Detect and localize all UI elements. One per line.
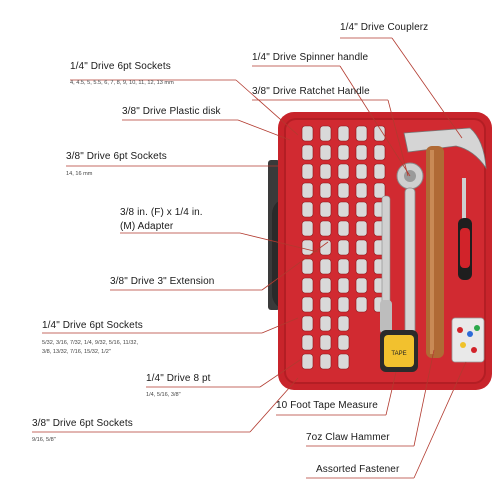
tape-measure-icon: TAPE bbox=[380, 330, 418, 372]
label-sockets-14-6pt-sae: 1/4" Drive 6pt Sockets bbox=[42, 320, 143, 331]
sizes-sockets-14-6pt-sae-2: 3/8, 13/32, 7/16, 15/32, 1/2" bbox=[42, 349, 111, 355]
socket-icon bbox=[301, 296, 314, 313]
socket-icon bbox=[337, 353, 350, 370]
socket-icon bbox=[373, 163, 386, 180]
socket-icon bbox=[337, 220, 350, 237]
socket-icon bbox=[319, 239, 332, 256]
label-fastener: Assorted Fastener bbox=[316, 464, 400, 475]
socket-icon bbox=[337, 239, 350, 256]
socket-icon bbox=[301, 258, 314, 275]
label-sockets-14-6pt: 1/4" Drive 6pt Sockets bbox=[70, 61, 171, 72]
label-adapter-line1: 3/8 in. (F) x 1/4 in. bbox=[120, 207, 203, 218]
socket-icon bbox=[301, 353, 314, 370]
socket-icon bbox=[337, 258, 350, 275]
socket-icon bbox=[319, 163, 332, 180]
socket-icon bbox=[337, 334, 350, 351]
label-tape-measure: 10 Foot Tape Measure bbox=[276, 400, 378, 411]
label-adapter-line2: (M) Adapter bbox=[120, 221, 174, 232]
hammer-icon bbox=[403, 127, 487, 358]
fastener-box-icon bbox=[451, 317, 485, 363]
socket-icon bbox=[319, 353, 332, 370]
label-plastic-disk: 3/8" Drive Plastic disk bbox=[122, 106, 221, 117]
socket-icon bbox=[355, 182, 368, 199]
socket-icon bbox=[319, 315, 332, 332]
socket-icon bbox=[319, 125, 332, 142]
socket-icon bbox=[301, 201, 314, 218]
label-drive-8pt: 1/4" Drive 8 pt bbox=[146, 373, 211, 384]
socket-icon bbox=[301, 220, 314, 237]
socket-icon bbox=[301, 125, 314, 142]
socket-icon bbox=[373, 144, 386, 161]
screwdriver-icon bbox=[458, 178, 472, 280]
socket-icon bbox=[301, 277, 314, 294]
socket-icon bbox=[337, 315, 350, 332]
sizes-sockets-14-6pt: 4, 4.5, 5, 5.5, 6, 7, 8, 9, 10, 11, 12, … bbox=[70, 80, 174, 86]
spinner-handle-icon bbox=[380, 195, 392, 334]
sizes-sockets-38-6pt: 14, 16 mm bbox=[66, 171, 93, 177]
socket-icon bbox=[337, 125, 350, 142]
svg-text:TAPE: TAPE bbox=[391, 351, 406, 357]
socket-icon bbox=[373, 125, 386, 142]
socket-icon bbox=[355, 258, 368, 275]
socket-icon bbox=[301, 315, 314, 332]
label-extension: 3/8" Drive 3" Extension bbox=[110, 276, 215, 287]
socket-icon bbox=[319, 201, 332, 218]
socket-icon bbox=[337, 182, 350, 199]
socket-icon bbox=[337, 144, 350, 161]
socket-icon bbox=[301, 334, 314, 351]
socket-icon bbox=[319, 296, 332, 313]
socket-icon bbox=[319, 334, 332, 351]
sizes-drive-8pt: 1/4, 5/16, 3/8" bbox=[146, 392, 181, 398]
label-sockets-38-6pt-sae: 3/8" Drive 6pt Sockets bbox=[32, 418, 133, 429]
label-spinner-handle: 1/4" Drive Spinner handle bbox=[252, 52, 369, 63]
label-ratchet-handle: 3/8" Drive Ratchet Handle bbox=[252, 86, 370, 97]
socket-icon bbox=[355, 277, 368, 294]
socket-icon bbox=[355, 220, 368, 237]
socket-icon bbox=[319, 277, 332, 294]
socket-icon bbox=[355, 125, 368, 142]
socket-icon bbox=[301, 163, 314, 180]
label-drive-couplerz: 1/4" Drive Couplerz bbox=[340, 22, 429, 33]
sizes-sockets-14-6pt-sae-1: 5/32, 3/16, 7/32, 1/4, 9/32, 5/16, 11/32… bbox=[42, 340, 138, 346]
socket-icon bbox=[355, 296, 368, 313]
socket-icon bbox=[337, 277, 350, 294]
socket-icon bbox=[355, 239, 368, 256]
label-sockets-38-6pt: 3/8" Drive 6pt Sockets bbox=[66, 151, 167, 162]
leader-lines bbox=[32, 37, 467, 479]
label-claw-hammer: 7oz Claw Hammer bbox=[306, 432, 390, 443]
socket-icon bbox=[355, 144, 368, 161]
socket-icon bbox=[337, 201, 350, 218]
socket-icon bbox=[337, 163, 350, 180]
socket-icon bbox=[373, 182, 386, 199]
socket-icon bbox=[319, 182, 332, 199]
socket-icon bbox=[301, 182, 314, 199]
socket-icon bbox=[355, 163, 368, 180]
socket-icon bbox=[355, 201, 368, 218]
socket-icon bbox=[301, 239, 314, 256]
socket-icon bbox=[301, 144, 314, 161]
socket-icon bbox=[319, 220, 332, 237]
socket-icon bbox=[319, 144, 332, 161]
socket-icon bbox=[319, 258, 332, 275]
sizes-sockets-38-6pt-sae: 9/16, 5/8" bbox=[32, 437, 56, 443]
socket-icon bbox=[337, 296, 350, 313]
